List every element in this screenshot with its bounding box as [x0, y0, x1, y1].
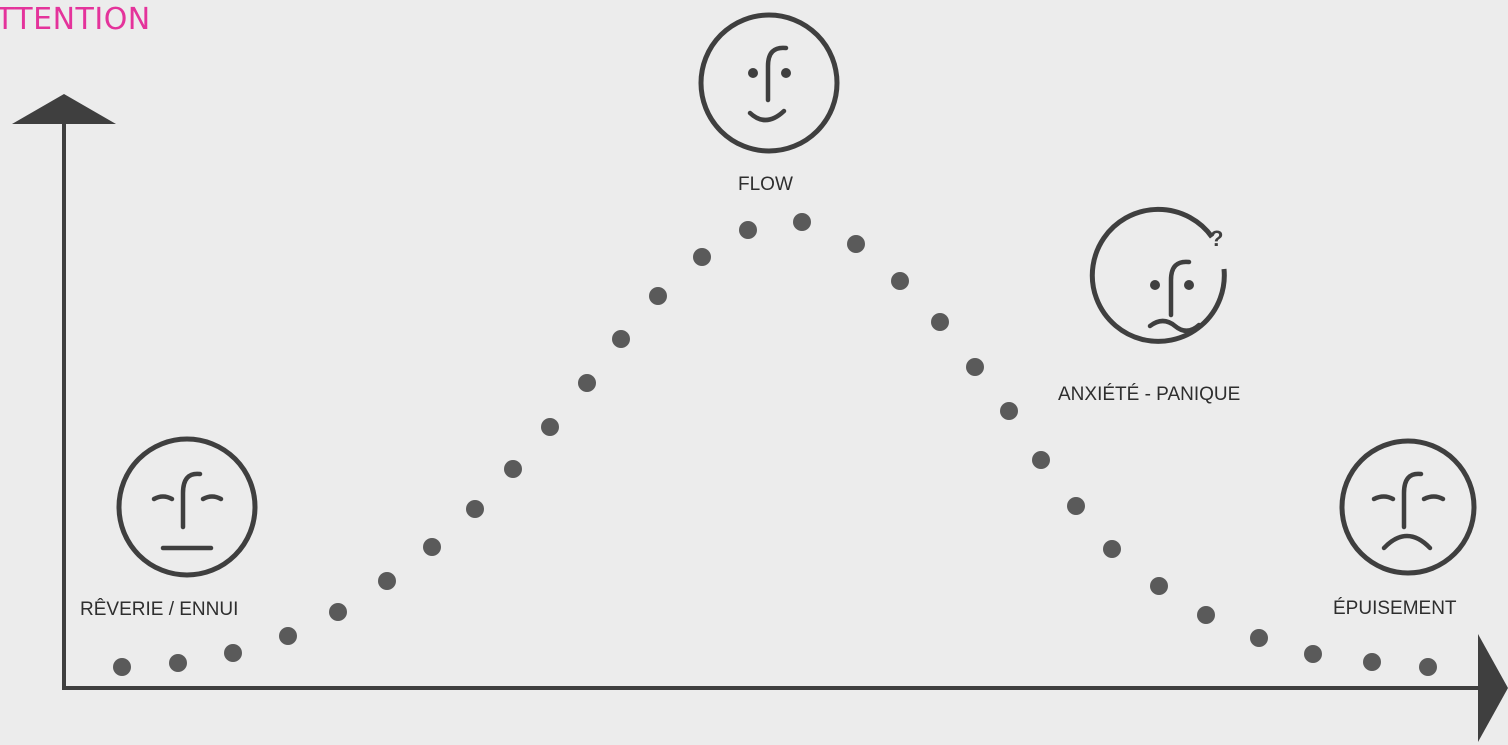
curve-dot [693, 248, 711, 266]
curve-dot [891, 272, 909, 290]
curve-dot [649, 287, 667, 305]
flow-face-icon [698, 12, 840, 154]
curve-dot [1032, 451, 1050, 469]
curve-dot [466, 500, 484, 518]
curve-dot [329, 603, 347, 621]
curve-dot [279, 627, 297, 645]
curve-dot [739, 221, 757, 239]
curve-dot [224, 644, 242, 662]
curve-dot [1363, 653, 1381, 671]
curve-dot [541, 418, 559, 436]
curve-dot [1197, 606, 1215, 624]
curve-dot [1419, 658, 1437, 676]
state-label-anxiety: ANXIÉTÉ - PANIQUE [1058, 384, 1240, 405]
curve-dot [1067, 497, 1085, 515]
curve-dot [378, 572, 396, 590]
curve-dot [966, 358, 984, 376]
curve-dot [1000, 402, 1018, 420]
curve-dot [931, 313, 949, 331]
curve-dot [1150, 577, 1168, 595]
curve-dot [1103, 540, 1121, 558]
reverie-face-icon [116, 436, 258, 578]
curve-dot [1250, 629, 1268, 647]
curve-dot [612, 330, 630, 348]
curve-dot [169, 654, 187, 672]
anxiety-face-icon: ? [1089, 206, 1227, 344]
curve-dot [113, 658, 131, 676]
state-label-exhaustion: ÉPUISEMENT [1333, 598, 1457, 619]
exhaustion-face-icon [1339, 438, 1477, 576]
dotted-curve [113, 213, 1437, 676]
axes [12, 94, 1508, 742]
state-label-flow: FLOW [738, 174, 793, 195]
curve-dot [1304, 645, 1322, 663]
x-axis-arrow [1478, 634, 1508, 742]
curve-dot [423, 538, 441, 556]
question-mark-icon: ? [1210, 226, 1223, 251]
curve-dot [847, 235, 865, 253]
curve-dot [578, 374, 596, 392]
curve-dot [504, 460, 522, 478]
state-label-reverie: RÊVERIE / ENNUI [80, 598, 238, 620]
curve-dot [793, 213, 811, 231]
y-axis-arrow [12, 94, 116, 124]
diagram-title: TTENTION [0, 2, 151, 37]
